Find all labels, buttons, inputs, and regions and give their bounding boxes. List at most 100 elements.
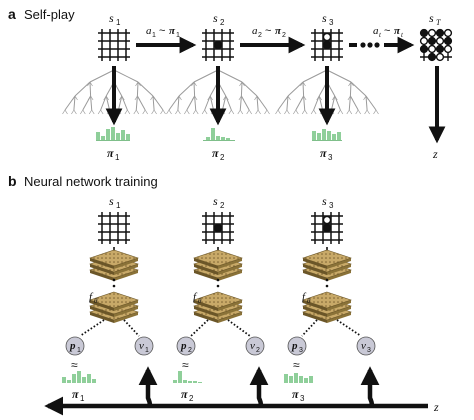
nn-state-label-s3: s 3 — [322, 194, 334, 210]
tree-leaf-edge — [109, 109, 113, 115]
f-theta-label-3: f θ — [302, 291, 311, 305]
tree-edge — [89, 81, 92, 97]
layer-side — [114, 312, 138, 323]
tree-edge — [217, 69, 243, 83]
tree-edge — [82, 95, 92, 111]
tree-leaf-edge — [115, 109, 119, 115]
layer-side — [194, 258, 218, 269]
tree-leaf-edge — [213, 109, 217, 115]
tree-edge — [74, 81, 91, 97]
svg-text:2: 2 — [188, 347, 192, 354]
tree-edge — [136, 95, 146, 111]
policy-label-1: π 1 — [107, 146, 120, 162]
tree-leaf-edge — [277, 109, 281, 115]
svg-text:3: 3 — [300, 394, 305, 403]
layer-side — [303, 312, 327, 323]
tree-leaf-edge — [373, 109, 377, 115]
tree-edge — [303, 95, 306, 111]
svg-text:p: p — [291, 340, 298, 352]
tree-leaf-edge — [192, 109, 197, 115]
tree-leaf-edge — [118, 109, 122, 115]
value-connector — [336, 319, 362, 337]
action-arrow-t: a t ~ π t — [349, 25, 415, 54]
tree-edge — [326, 69, 352, 83]
layer-top — [302, 249, 352, 267]
tree-edge — [100, 95, 107, 111]
state-label-s1: s 1 — [109, 11, 121, 27]
board-s3 — [311, 29, 343, 61]
target-pi-2: π 2 — [181, 387, 194, 403]
value-head-circle — [356, 336, 376, 356]
tree-leaf-edge — [319, 109, 323, 115]
tree-edge — [295, 95, 305, 111]
layer-side — [114, 258, 138, 269]
layer-side — [114, 300, 138, 311]
svg-text:f: f — [302, 291, 307, 303]
tree-leaf-edge — [97, 109, 101, 115]
tree-edge — [334, 95, 341, 111]
value-head-circle — [134, 336, 154, 356]
svg-text:a: a — [252, 25, 258, 37]
board-s2 — [202, 29, 234, 61]
tree-leaf-edge — [346, 109, 350, 115]
tree-leaf-edge — [310, 109, 314, 115]
tree-edge — [194, 95, 197, 111]
svg-text:θ: θ — [94, 297, 98, 305]
tree-edge — [221, 95, 227, 111]
policy-head-circle — [65, 336, 85, 356]
tree-edge — [177, 95, 180, 111]
tree-leaf-edge — [184, 109, 188, 115]
layer-side — [327, 306, 351, 317]
tree-edge — [186, 95, 196, 111]
svg-text:2: 2 — [258, 32, 262, 39]
tree-leaf-edge — [73, 109, 77, 115]
tree-edge — [152, 95, 155, 111]
tree-leaf-edge — [64, 109, 68, 115]
svg-text:s: s — [322, 194, 327, 208]
tree-edge — [64, 95, 76, 111]
svg-text:s: s — [322, 11, 327, 25]
svg-text:v: v — [361, 340, 366, 352]
tree-edge — [152, 95, 164, 111]
layer-side — [218, 270, 242, 281]
tree-leaf-edge — [160, 109, 164, 115]
layer-side — [90, 258, 114, 269]
tree-leaf-edge — [71, 109, 75, 115]
tree-edge — [240, 81, 243, 97]
svg-text:p: p — [180, 340, 187, 352]
layer-side — [194, 270, 218, 281]
svg-text:π: π — [292, 387, 299, 401]
tree-leaf-edge — [301, 109, 306, 115]
tree-leaf-edge — [80, 109, 84, 115]
ellipsis-dot — [112, 278, 116, 282]
value-head-circle — [245, 336, 265, 356]
head-p2: p 2 — [180, 340, 192, 354]
panel-a-letter: a — [8, 6, 16, 22]
layer-side — [90, 306, 114, 317]
svg-text:1: 1 — [176, 32, 180, 39]
layer-side — [194, 300, 218, 311]
tree-edge — [318, 95, 324, 111]
tree-leaf-edge — [133, 109, 137, 115]
action-arrow-2: a 2 ~ π 2 — [240, 25, 306, 54]
policy-connector — [190, 319, 209, 337]
tree-edge — [89, 69, 115, 83]
svg-text:1: 1 — [152, 32, 156, 39]
tree-edge — [239, 95, 242, 111]
tree-edge — [365, 95, 368, 111]
tree-leaf-edge — [328, 109, 332, 115]
svg-text:s: s — [213, 194, 218, 208]
tree-leaf-edge — [313, 109, 317, 115]
tree-leaf-edge — [142, 109, 146, 115]
tree-leaf-edge — [168, 109, 172, 115]
tree-leaf-edge — [231, 109, 235, 115]
svg-text:1: 1 — [115, 153, 120, 162]
network-stack-2 — [193, 249, 243, 323]
tree-leaf-edge — [124, 109, 128, 115]
svg-text:π: π — [169, 25, 176, 37]
tree-edge — [204, 95, 211, 111]
tree-leaf-edge — [293, 109, 297, 115]
svg-text:π: π — [320, 146, 327, 160]
tree-leaf-edge — [100, 109, 104, 115]
